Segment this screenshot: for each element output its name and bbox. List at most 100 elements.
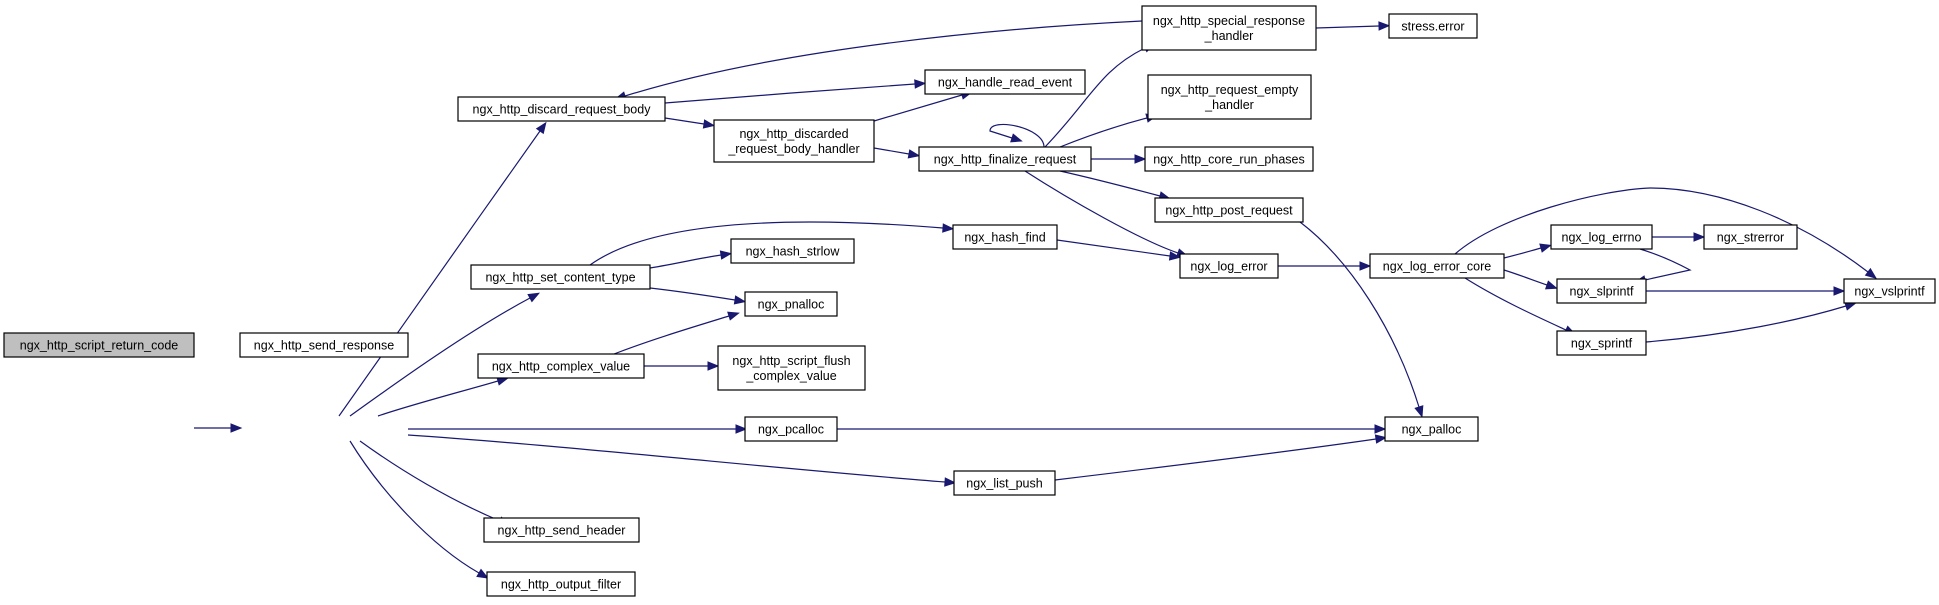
node-ngx-pnalloc[interactable]: ngx_pnalloc [744,291,838,317]
edge-line [349,297,531,417]
node-box [1144,146,1314,172]
edge-ngx-http-set-content-type-to-ngx-hash-strlow [649,250,733,269]
node-box [953,470,1056,496]
edge-arrowhead [719,250,733,260]
edge-ngx-slprintf-to-ngx-vslprintf [1646,286,1846,296]
node-ngx-list-push[interactable]: ngx_list_push [953,470,1056,496]
node-ngx-hash-strlow[interactable]: ngx_hash_strlow [730,238,855,264]
node-label: _handler [1204,98,1254,112]
edge-ngx-hash-find-to-ngx-log-error [1056,239,1182,261]
node-ngx-vslprintf[interactable]: ngx_vslprintf [1843,278,1936,304]
edge-ngx-http-finalize-request-to-ngx-http-core-run-phases [1091,154,1147,164]
edge-line [873,94,963,122]
node-label: ngx_handle_read_event [938,76,1073,90]
edge-line [407,434,946,483]
node-ngx-http-set-content-type[interactable]: ngx_http_set_content_type [470,264,651,290]
edge-line [873,147,910,155]
edge-arrowhead [942,223,955,233]
node-box [924,69,1086,95]
edge-ngx-http-finalize-request-to-ngx-http-post-request [1059,170,1171,201]
node-ngx-http-core-run-phases[interactable]: ngx_http_core_run_phases [1144,146,1314,172]
node-box [1179,253,1279,279]
node-label: ngx_pnalloc [758,298,825,312]
edge-arrowhead [1010,133,1023,143]
edge-line [1059,117,1148,148]
edge-ngx-log-error-core-to-ngx-vslprintf [1454,187,1877,279]
edge-ngx-http-discarded-request-body-handler-to-ngx-http-finalize-request [873,147,921,159]
node-ngx-pcalloc[interactable]: ngx_pcalloc [744,416,838,442]
node-ngx-http-script-flush-complex-value[interactable]: ngx_http_script_flush_complex_value [717,345,866,391]
node-ngx-http-complex-value[interactable]: ngx_http_complex_value [477,353,645,379]
edge-arrowhead [1134,154,1147,164]
node-box [1843,278,1936,304]
edge-ngx-log-error-core-to-ngx-log-errno [1503,243,1552,259]
node-ngx-slprintf[interactable]: ngx_slprintf [1556,278,1647,304]
edge-line [1024,170,1179,254]
edge-line [1639,248,1692,281]
edge-ngx-http-script-return-code-to-ngx-http-send-response [194,423,243,433]
node-ngx-http-output-filter[interactable]: ngx_http_output_filter [486,571,636,597]
node-box [744,416,838,442]
edge-ngx-http-send-response-to-ngx-http-set-content-type [349,292,540,417]
node-box [470,264,651,290]
edge-line [664,117,705,125]
node-ngx-http-finalize-request[interactable]: ngx_http_finalize_request [918,146,1092,172]
node-box [486,571,636,597]
node-ngx-log-errno[interactable]: ngx_log_errno [1550,224,1653,250]
node-label: ngx_http_send_response [254,339,394,353]
node-ngx-log-error-core[interactable]: ngx_log_error_core [1369,253,1505,279]
edge-line [349,440,480,574]
node-box [1550,224,1653,250]
edge-arrowhead [914,79,927,89]
node-label: ngx_http_core_run_phases [1153,153,1305,167]
node-ngx-http-post-request[interactable]: ngx_http_post_request [1154,197,1304,223]
node-label: ngx_http_script_return_code [20,339,178,353]
node-label: ngx_sprintf [1571,337,1633,351]
node-label: ngx_slprintf [1570,285,1634,299]
node-ngx-palloc[interactable]: ngx_palloc [1384,416,1479,442]
edge-ngx-http-send-response-to-ngx-http-send-header [359,440,511,526]
node-box [1147,74,1312,120]
edge-arrowhead [1544,280,1558,290]
edge-ngx-http-finalize-request-to-ngx-http-special-response-handler [1044,43,1156,148]
node-ngx-log-error[interactable]: ngx_log_error [1179,253,1279,279]
node-label: ngx_http_output_filter [501,578,621,592]
edge-ngx-http-send-response-to-ngx-http-discard-request-body [338,121,547,417]
edge-line [1059,170,1161,197]
edge-line [1503,247,1542,259]
node-label: ngx_vslprintf [1854,285,1925,299]
node-box [952,224,1058,250]
edge-ngx-sprintf-to-ngx-vslprintf [1645,301,1857,343]
node-box [239,332,409,358]
node-ngx-http-discard-request-body[interactable]: ngx_http_discard_request_body [457,96,666,122]
node-label: ngx_http_finalize_request [934,153,1077,167]
node-ngx-sprintf[interactable]: ngx_sprintf [1556,330,1647,356]
edge-arrowhead [230,423,243,433]
node-ngx-strerror[interactable]: ngx_strerror [1703,224,1798,250]
node-label: ngx_http_request_empty [1161,83,1299,97]
node-ngx-handle-read-event[interactable]: ngx_handle_read_event [924,69,1086,95]
node-ngx-hash-find[interactable]: ngx_hash_find [952,224,1058,250]
node-ngx-http-script-return-code[interactable]: ngx_http_script_return_code [3,332,195,358]
edge-line [589,221,944,266]
edge-ngx-http-send-response-to-ngx-http-output-filter [349,440,489,579]
node-ngx-http-send-header[interactable]: ngx_http_send_header [483,517,640,543]
node-ngx-http-send-response[interactable]: ngx_http_send_response [239,332,409,358]
edge-line [338,130,541,417]
node-label: ngx_http_discarded [739,127,848,141]
node-label: ngx_log_error_core [1383,260,1491,274]
call-graph-nodes: ngx_http_script_return_code ngx_http_send… [3,5,1936,597]
node-box [1154,197,1304,223]
node-stress-error[interactable]: stress.error [1388,13,1478,39]
node-ngx-http-discarded-request-body-handler[interactable]: ngx_http_discarded_request_body_handler [713,119,875,163]
node-label: ngx_http_post_request [1165,204,1293,218]
node-label: ngx_http_set_content_type [485,271,635,285]
edge-line [377,380,499,417]
node-ngx-http-special-response-handler[interactable]: ngx_http_special_response_handler [1141,5,1317,51]
node-ngx-http-request-empty-handler[interactable]: ngx_http_request_empty_handler [1147,74,1312,120]
edge-line [1315,25,1380,29]
edge-line [989,123,1045,148]
edge-arrowhead [733,295,747,305]
edge-ngx-http-complex-value-to-ngx-http-script-flush-complex-value [644,361,720,371]
